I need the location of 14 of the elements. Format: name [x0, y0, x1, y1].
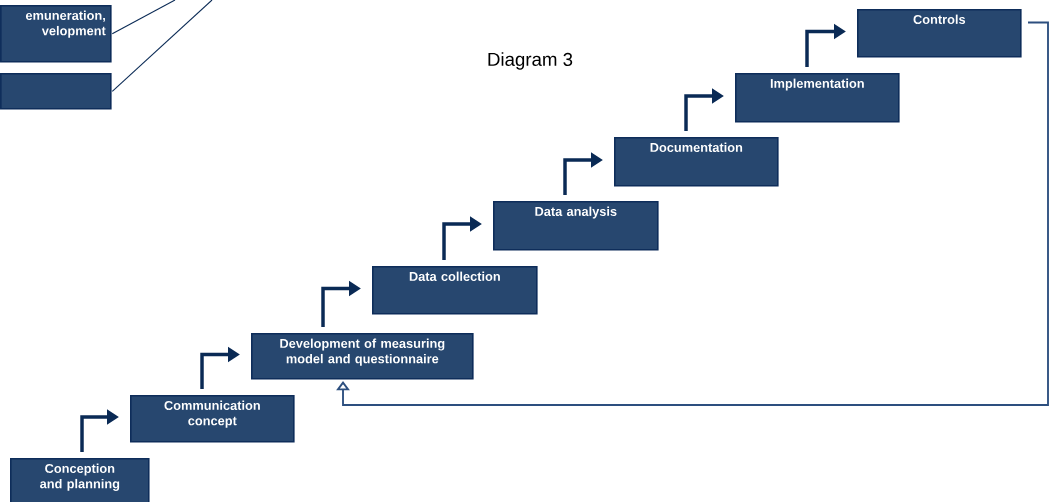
process-box: Communication concept	[130, 395, 295, 443]
process-box: Implementation	[735, 73, 900, 123]
process-box: Conception and planning	[10, 458, 150, 502]
line	[111, 0, 176, 35]
process-box: Documentation	[614, 137, 779, 187]
feedback-arrow	[336, 21, 1049, 406]
process-box: Data analysis	[493, 201, 659, 251]
process-box: Controls	[857, 9, 1022, 58]
diagram-title: Diagram 3	[488, 52, 573, 70]
process-box	[0, 73, 112, 110]
process-box: emuneration, velopment	[0, 5, 112, 63]
line	[111, 0, 213, 92]
process-box: Development of measuring model and questionnaire	[251, 333, 474, 380]
process-box: Data collection	[372, 266, 538, 315]
